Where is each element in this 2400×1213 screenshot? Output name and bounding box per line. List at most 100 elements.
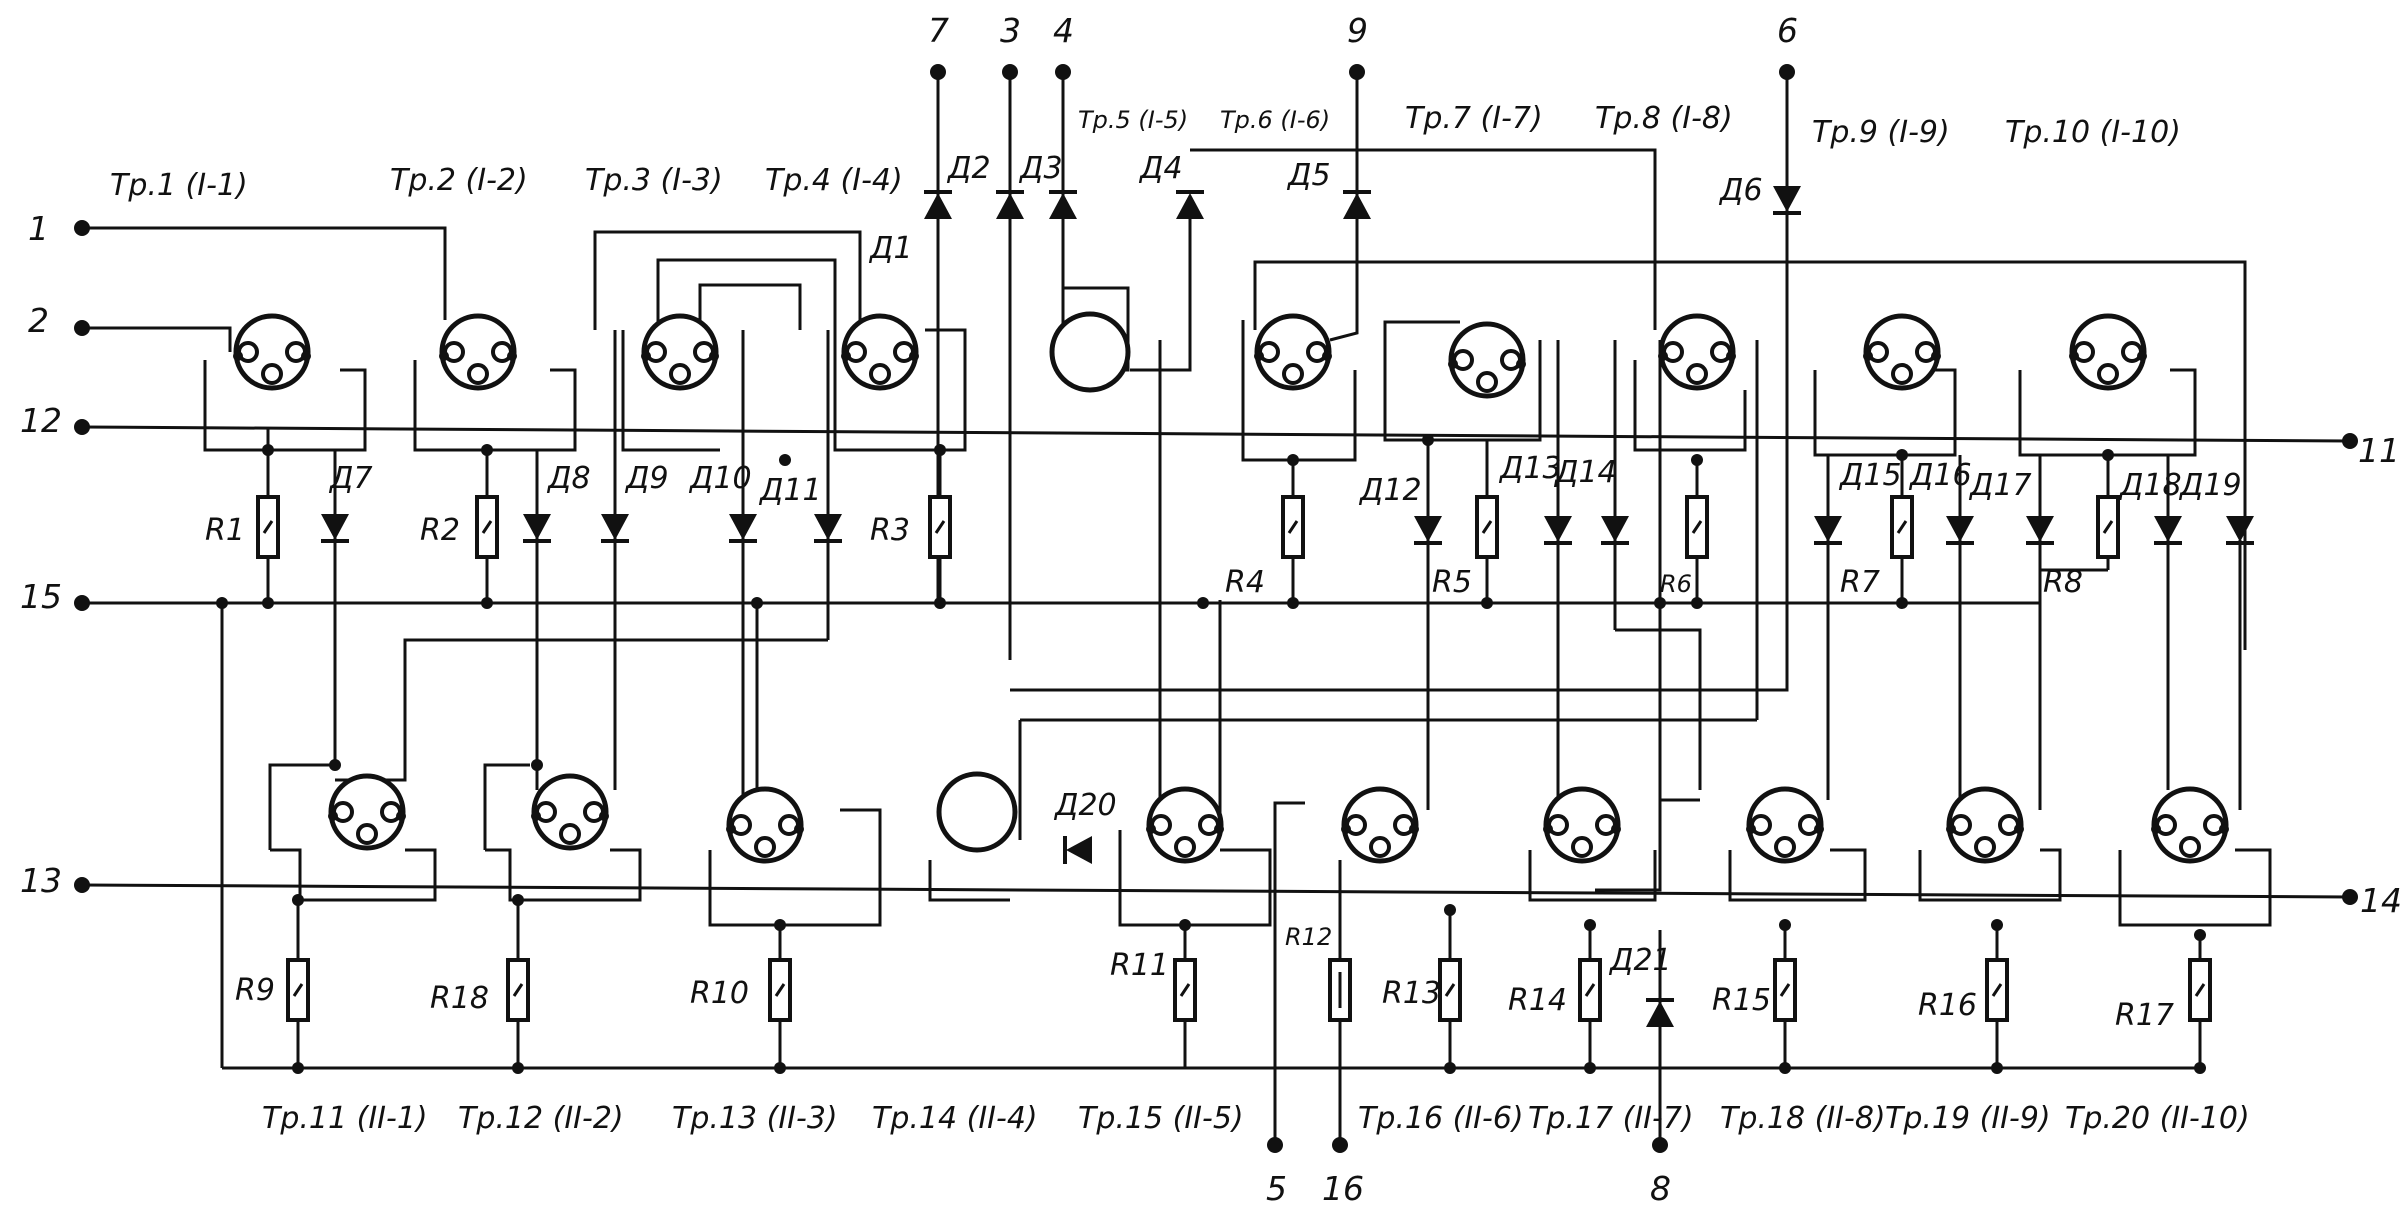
diode-d3-icon	[994, 190, 1026, 221]
diode-d9-icon	[599, 512, 631, 543]
r13-label: R13	[1382, 976, 1441, 1011]
transistor-tr17-icon	[1543, 789, 1621, 861]
d21-label: Д21	[1608, 943, 1672, 978]
transistor-tr15-icon	[1146, 789, 1224, 861]
resistor-r12-icon	[1328, 958, 1352, 1022]
tr6-label: Тр.6 (I-6)	[1220, 106, 1330, 134]
tr5-label: Тр.5 (I-5)	[1078, 106, 1188, 134]
diode-d6-icon	[1771, 184, 1803, 215]
transistor-tr4-icon	[841, 316, 919, 388]
terminal-6-label: 6	[1777, 11, 1798, 50]
terminal-labels: 1 2 12 15 13 11 14 7 3 4 9 6 5 16 8	[20, 11, 2400, 1208]
resistor-r6-icon	[1685, 495, 1709, 559]
tr14-label: Тр.14 (II-4)	[872, 1101, 1038, 1136]
d13-label: Д13	[1498, 451, 1562, 486]
resistor-r17-icon	[2188, 958, 2212, 1022]
transistor-tr6-icon	[1254, 316, 1332, 388]
resistor-labels: R1 R2 R3 R4 R5 R6 R7 R8 R9 R18 R10 R11 R…	[205, 513, 2174, 1033]
r16-label: R16	[1918, 988, 1977, 1023]
tr16-label: Тр.16 (II-6)	[1358, 1101, 1524, 1136]
terminal-pins	[74, 64, 2358, 1153]
transistor-symbols	[233, 311, 2229, 861]
transistor-tr14-icon	[936, 771, 1018, 853]
junction-dots	[216, 434, 2206, 1074]
transistor-tr3-icon	[641, 316, 719, 388]
diode-d14b-icon	[1599, 514, 1631, 545]
diode-d10-icon	[727, 512, 759, 543]
tr2-label: Тр.2 (I-2)	[390, 163, 528, 198]
r18-label: R18	[430, 981, 489, 1016]
diode-d4-icon	[1047, 190, 1079, 221]
d10-label: Д10	[688, 461, 752, 496]
d6-label: Д6	[1718, 173, 1763, 208]
resistor-r9-icon	[286, 958, 310, 1022]
terminal-11-label: 11	[2358, 431, 2400, 470]
tr11-label: Тр.11 (II-1)	[262, 1101, 428, 1136]
terminal-5-label: 5	[1266, 1169, 1287, 1208]
diode-labels: Д1 Д2 Д3 Д4 Д5 Д6 Д7 Д8 Д9 Д10 Д11 Д12 Д…	[328, 151, 2242, 978]
r1-label: R1	[205, 513, 245, 548]
d4-label: Д4	[1138, 151, 1183, 186]
diode-d7-icon	[319, 512, 351, 543]
transistor-tr8-icon	[1658, 316, 1736, 388]
resistor-r13-top-icon	[1475, 495, 1499, 559]
r4-label: R4	[1225, 565, 1265, 600]
wiring	[81, 72, 2351, 1145]
transistor-tr7-icon	[1448, 324, 1526, 396]
resistor-r11-icon	[1173, 958, 1197, 1022]
r15-label: R15	[1712, 983, 1771, 1018]
terminal-12-label: 12	[20, 401, 62, 440]
tr4-label: Тр.4 (I-4)	[765, 163, 903, 198]
diode-d19b-icon	[2224, 514, 2256, 545]
transistor-tr13-icon	[726, 789, 804, 861]
resistor-r1-icon	[256, 495, 280, 559]
diode-d21-icon	[1644, 998, 1676, 1029]
r10-label: R10	[690, 976, 749, 1011]
tr7-label: Тр.7 (I-7)	[1405, 101, 1543, 136]
d15-label: Д15	[1838, 458, 1902, 493]
d8-label: Д8	[546, 461, 591, 496]
terminal-13-label: 13	[20, 861, 62, 900]
tr12-label: Тр.12 (II-2)	[458, 1101, 624, 1136]
r2-label: R2	[420, 513, 460, 548]
resistor-r16-icon	[1985, 958, 2009, 1022]
transistor-tr16-icon	[1341, 789, 1419, 861]
terminal-7-label: 7	[928, 11, 949, 50]
terminal-2-label: 2	[28, 301, 49, 340]
resistor-r8-icon	[2096, 495, 2120, 559]
d18-label: Д18	[2118, 468, 2182, 503]
transistor-labels: Тр.1 (I-1) Тр.2 (I-2) Тр.3 (I-3) Тр.4 (I…	[110, 101, 2250, 1136]
d9-label: Д9	[624, 461, 669, 496]
tr9-label: Тр.9 (I-9)	[1812, 115, 1950, 150]
transistor-tr19-icon	[1946, 789, 2024, 861]
resistor-r7-icon	[1890, 495, 1914, 559]
tr8-label: Тр.8 (I-8)	[1595, 101, 1733, 136]
tr19-label: Тр.19 (II-9)	[1885, 1101, 2051, 1136]
r12-label: R12	[1285, 923, 1332, 951]
tr20-label: Тр.20 (II-10)	[2065, 1101, 2250, 1136]
r14-label: R14	[1508, 983, 1567, 1018]
diode-d20-icon	[1063, 834, 1094, 866]
transistor-tr12-icon	[531, 776, 609, 848]
transistor-tr5-icon	[1049, 311, 1131, 393]
tr17-label: Тр.17 (II-7)	[1528, 1101, 1694, 1136]
transistor-tr9-icon	[1863, 316, 1941, 388]
resistor-symbols	[256, 495, 2212, 1022]
resistor-r2-icon	[475, 495, 499, 559]
tr10-label: Тр.10 (I-10)	[2005, 115, 2181, 150]
transistor-tr2-icon	[439, 316, 517, 388]
diode-d17-icon	[1944, 514, 1976, 545]
tr1-label: Тр.1 (I-1)	[110, 168, 248, 203]
d5-label: Д5	[1286, 158, 1331, 193]
diode-d5-icon	[1341, 190, 1373, 221]
terminal-14-label: 14	[2360, 881, 2400, 920]
transistor-tr20-icon	[2151, 789, 2229, 861]
transistor-tr10-icon	[2069, 316, 2147, 388]
r3-label: R3	[870, 513, 910, 548]
terminal-15-label: 15	[20, 577, 62, 616]
diode-d17b-icon	[2024, 514, 2056, 545]
r7-label: R7	[1840, 565, 1880, 600]
d17-label: Д17	[1968, 468, 2032, 503]
terminal-16-label: 16	[1322, 1169, 1364, 1208]
